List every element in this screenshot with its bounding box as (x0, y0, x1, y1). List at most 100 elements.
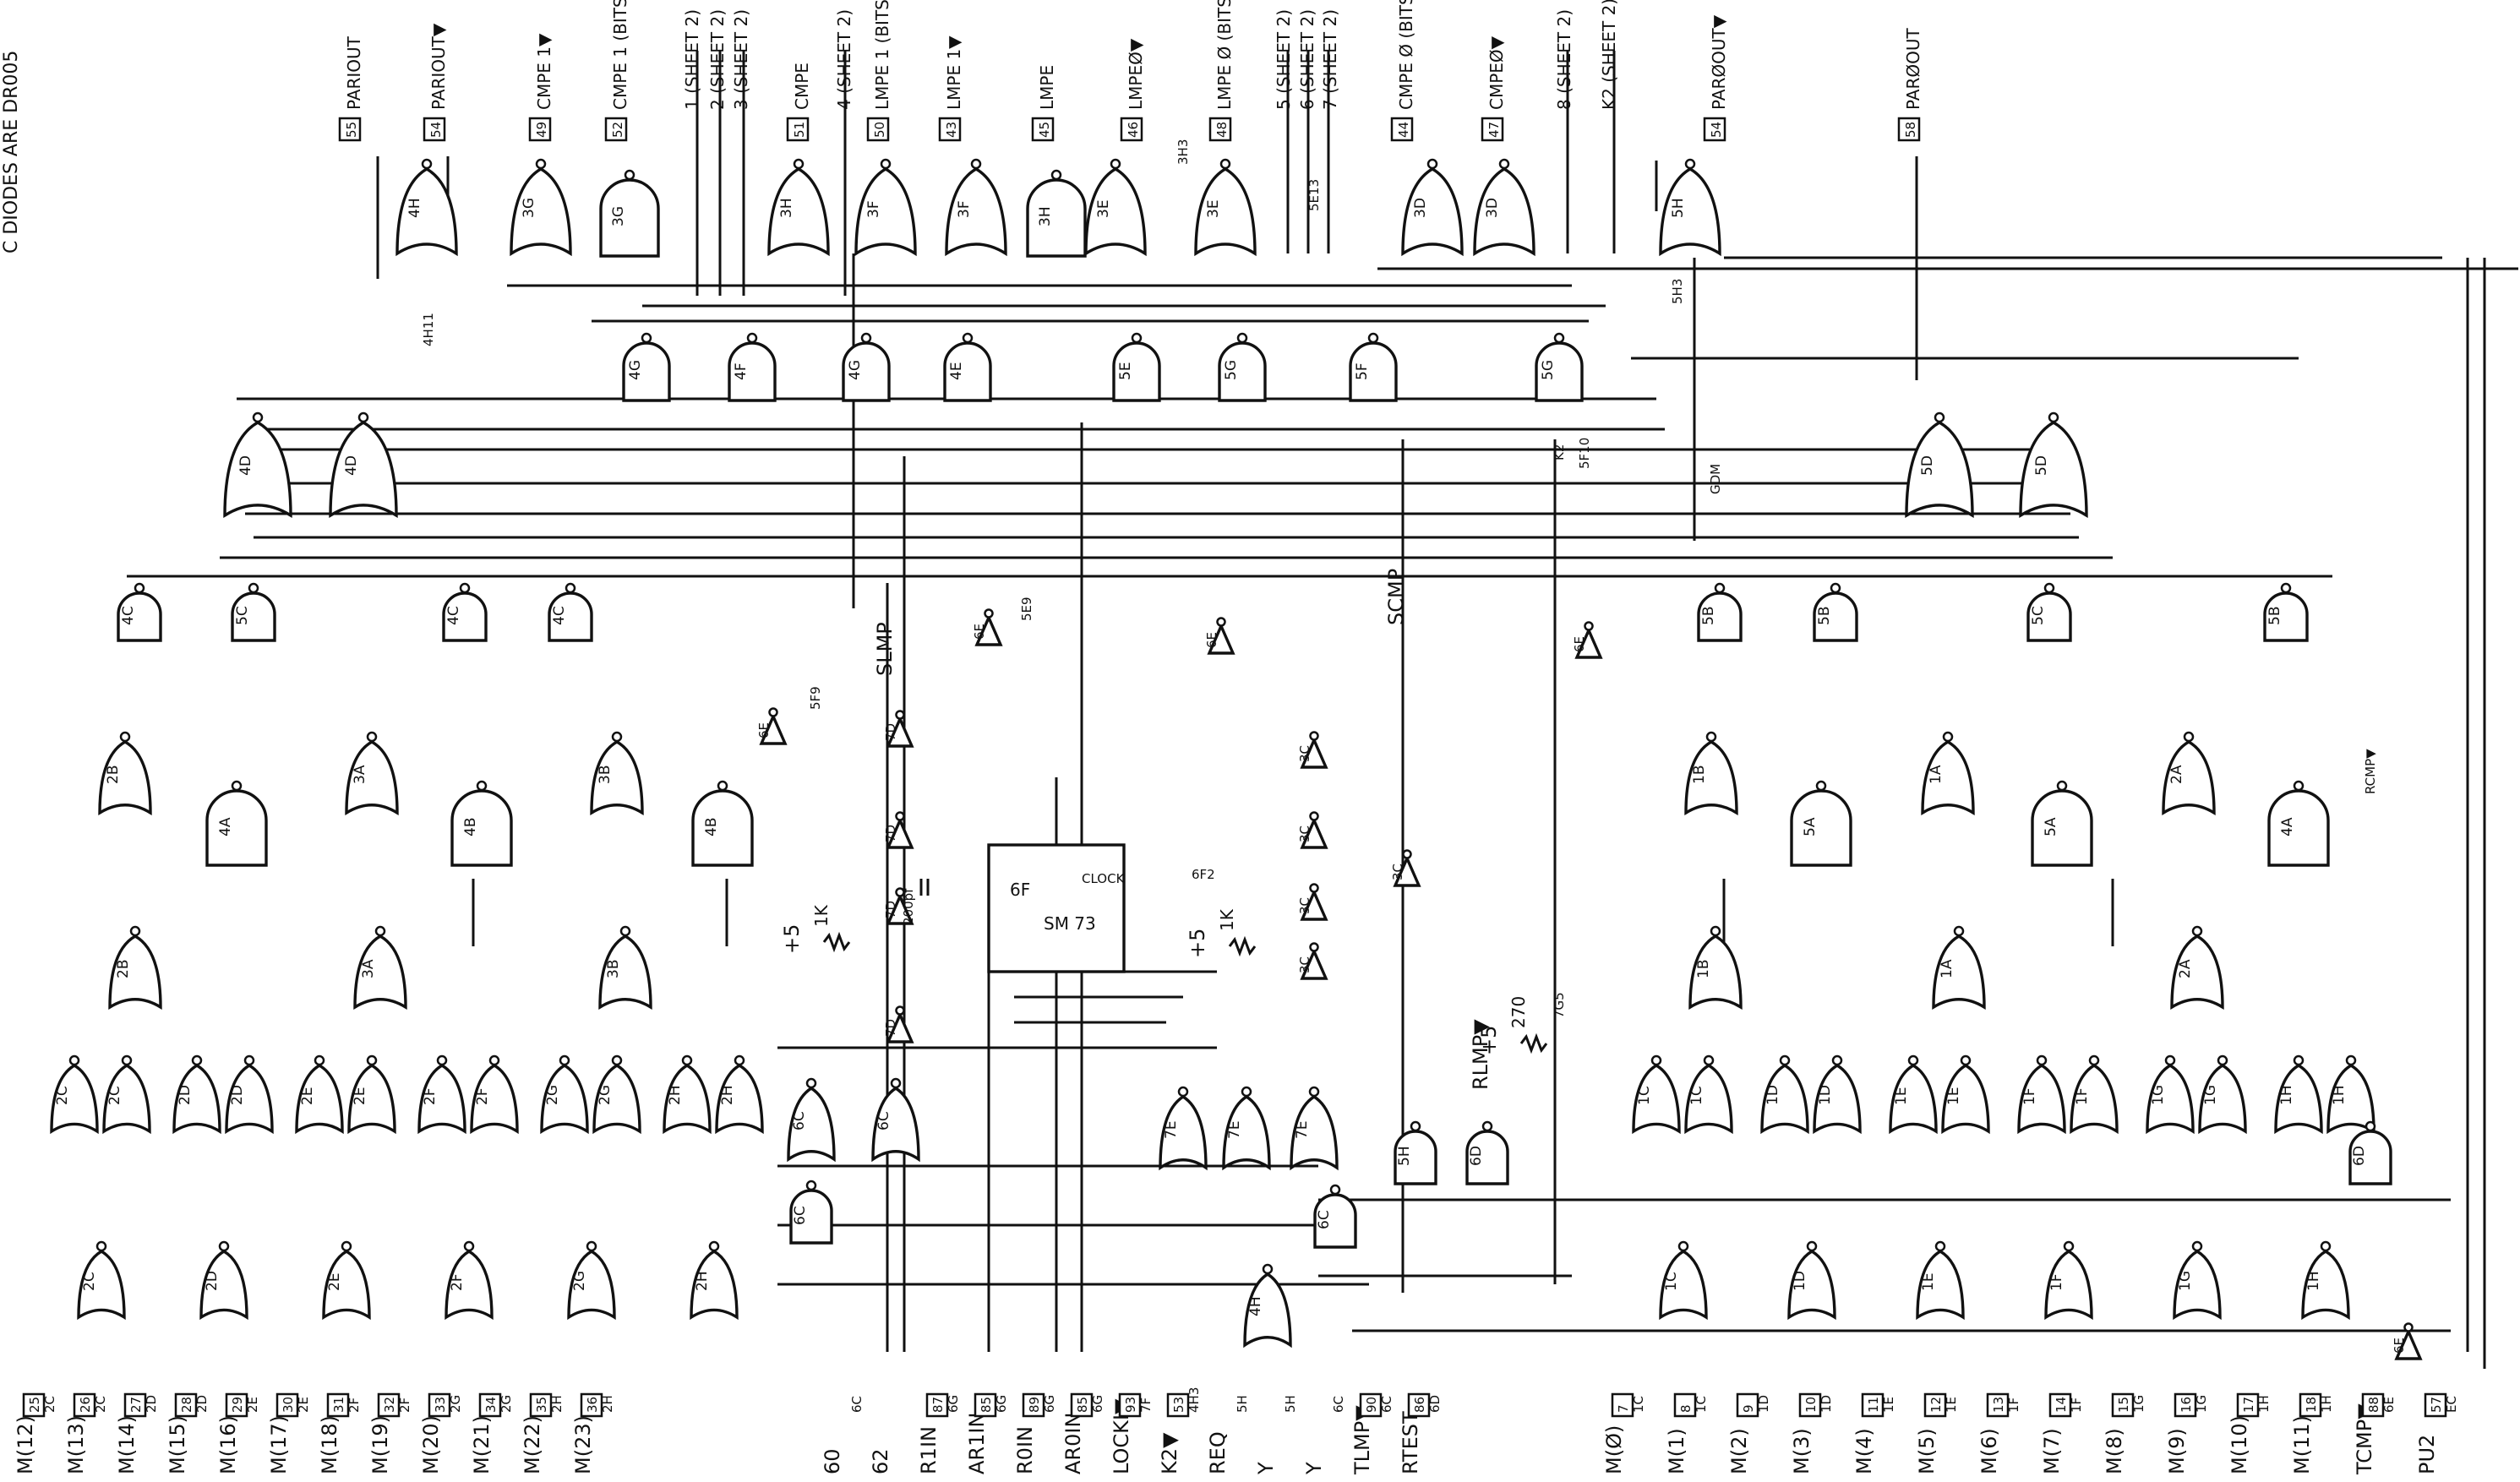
bottom_right_inputs-ref-3: 1D (1819, 1395, 1834, 1413)
bottom_left_inputs-label-8: M(20) (419, 1415, 443, 1474)
gate-top-2: 3G (599, 169, 660, 258)
bottom_right_inputs-pin-8: 15 (2116, 1397, 2131, 1413)
gate-top-9: 3D (1401, 158, 1464, 257)
gate-mid-16: 3C (1297, 811, 1328, 849)
gate-left-bank-4: 3B (590, 731, 644, 816)
gate-left-bank-0-id: 2B (105, 766, 122, 784)
top-signal-label-1: PARIOUT▼ (428, 23, 449, 110)
bottom_mid_inputs-label-12: RTEST (1399, 1411, 1422, 1474)
bottom_right_inputs-pin-1: 8 (1678, 1404, 1694, 1413)
gate-mid-7: 7E (1159, 1086, 1208, 1171)
gate-right-bank-2-id: 1A (1928, 765, 1945, 784)
gate-left-bottom-3: 2F (445, 1240, 494, 1321)
gate-row2-1-id: 4F (733, 362, 750, 380)
gate-left-top-1-id: 2D (177, 1085, 194, 1105)
gate-top-11-id: 5H (1670, 198, 1687, 218)
gate-right-top-3: 1F (2017, 1054, 2066, 1135)
bottom_mid_inputs-label-5: AR0IN (1061, 1413, 1085, 1474)
top-signal-5: 2 (SHEET 2) (707, 9, 728, 110)
bottom_right_inputs-label-2: M(2) (1727, 1428, 1751, 1474)
bottom_mid_inputs-ref-7: 4H3 (1186, 1387, 1202, 1413)
bottom_right_inputs-label-9: M(9) (2165, 1428, 2189, 1474)
gate-right-bottom-0: 1C (1659, 1240, 1708, 1321)
gate-right-bank-1-id: 5A (1802, 817, 1819, 836)
gate-top-0-id: 4H (406, 198, 423, 218)
gate-left-top2-1: 2D (225, 1054, 274, 1135)
bottom_left_inputs-label-2: M(14) (115, 1415, 139, 1474)
top-signal-pin-3: 52 (610, 122, 625, 138)
gate-right-bottom-1: 1D (1787, 1240, 1836, 1321)
bottom_mid_inputs-pin-12: 86 (1412, 1397, 1427, 1413)
gate-mid-5: 6C (871, 1077, 920, 1163)
bottom_right_inputs-pin-6: 13 (1991, 1397, 2006, 1413)
net-label-3: RCMP▼ (2363, 749, 2378, 794)
top-signal-20: K2 (SHEET 2) (1599, 0, 1619, 110)
bottom_right_inputs-pin-10: 17 (2241, 1397, 2256, 1413)
gate-row2-7: 5G (1535, 332, 1584, 402)
gate-left-top-3-id: 2F (422, 1087, 439, 1105)
bottom_left_inputs-label-5: M(17) (267, 1415, 291, 1474)
inverter-6e-3-id: 6E (1572, 636, 1587, 652)
bottom_right_inputs-ref-1: 1C (1694, 1396, 1709, 1413)
gate-right-top-5: 1H (2274, 1054, 2323, 1135)
gate-c-6: 5C (2026, 582, 2072, 642)
gate-mid-11: 4H (1243, 1263, 1292, 1349)
bottom_right_inputs-ref-6: 1F (2006, 1398, 2021, 1413)
bottom_right_inputs-pin-5: 12 (1928, 1397, 1944, 1413)
top-signal-pin-1: 54 (428, 122, 444, 138)
gate-row2-1: 4F (728, 332, 777, 402)
gate-mid-15-id: 3C (1297, 745, 1312, 762)
gate-left-bottom-5-id: 2H (694, 1271, 711, 1291)
bottom_right_inputs-ref-10: 1H (2256, 1395, 2272, 1413)
bottom_mid_inputs-ref-12: 6D (1427, 1395, 1443, 1413)
net-label-9: 5H3 (1670, 279, 1685, 304)
gate-left-bank-3-id: 4B (462, 818, 479, 836)
gate-mid-13-id: 6D (1468, 1146, 1485, 1166)
top-signal-2: CMPE 1▼49 (528, 33, 554, 142)
gate-top-7-id: 3E (1095, 199, 1112, 218)
chip-label: SM 73 (1044, 913, 1096, 934)
gate-mid-11-id: 4H (1247, 1296, 1264, 1316)
bottom_left_inputs-label-9: M(21) (470, 1415, 494, 1474)
top-signal-pin-17: 44 (1396, 122, 1411, 138)
gate-left-bank-6: 2B (108, 925, 162, 1011)
gate-right-top2-4: 1G (2198, 1054, 2247, 1135)
top-signal-pin-10: 43 (944, 122, 959, 138)
bottom_mid_inputs-ref-6: 7F (1138, 1398, 1154, 1413)
gate-row2-3-id: 4E (948, 362, 965, 380)
top-signal-label-21: PARØOUT▼ (1709, 14, 1729, 110)
gate-mid-14: 6D (2348, 1120, 2392, 1185)
gate-mid-2: 7D (883, 887, 914, 925)
gate-left-top2-0: 2C (102, 1054, 151, 1135)
top-signal-3: CMPE 1 (BITS 12-23)52 (604, 0, 630, 142)
component-supply-1: +5 (1186, 929, 1209, 958)
bottom_mid_inputs-pin-5: 85 (1075, 1397, 1090, 1413)
bottom_left_inputs-ref-2: 2D (144, 1395, 159, 1413)
bottom_mid_inputs-ref-10: 6C (1331, 1396, 1346, 1413)
bottom_left_inputs-ref-3: 2D (194, 1395, 210, 1413)
gate-left-bank-4-id: 3B (597, 766, 614, 784)
gate-right-top2-4-id: 1G (2202, 1085, 2219, 1105)
gate-left-top-4-id: 2G (544, 1085, 561, 1105)
gate-top-8: 3E (1194, 158, 1257, 257)
gate-right-top-1: 1D (1760, 1054, 1809, 1135)
bottom_right_inputs-label-4: M(4) (1852, 1428, 1876, 1474)
bottom_left_inputs-ref-1: 2C (93, 1396, 108, 1413)
bottom_left_inputs-label-11: M(23) (571, 1415, 595, 1474)
gate-left-bank-7-id: 3A (360, 959, 377, 978)
bottom_right_inputs-pin-0: 7 (1616, 1404, 1631, 1413)
gate-top-5: 3F (945, 158, 1007, 257)
gate-right-bank-2: 1A (1921, 731, 1975, 816)
